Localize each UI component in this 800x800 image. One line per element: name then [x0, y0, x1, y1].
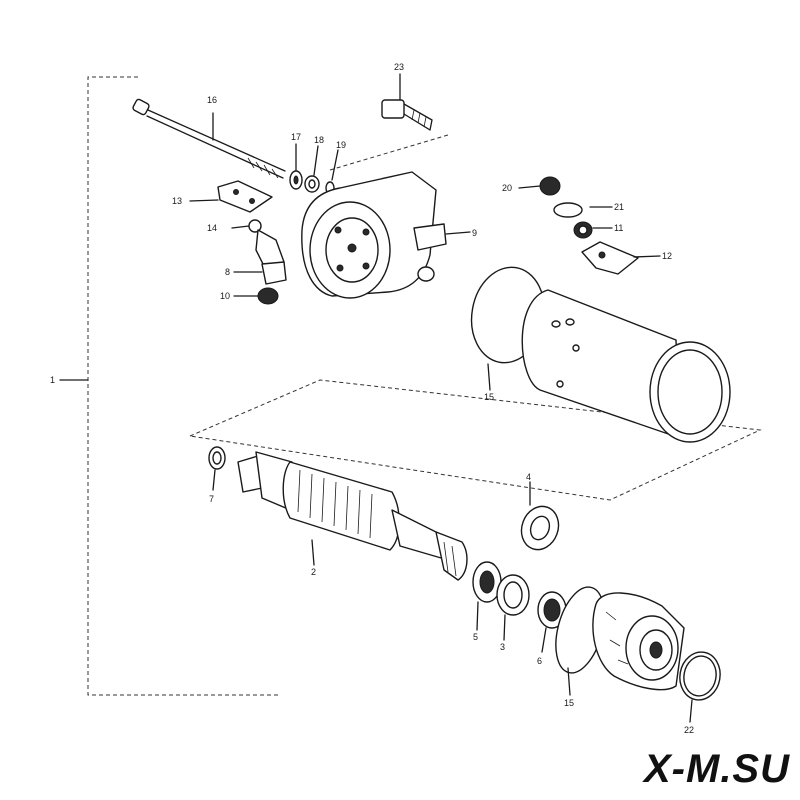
site-watermark: X-M.SU	[644, 747, 790, 791]
part-small-washers	[289, 143, 339, 195]
callout-3: 3	[500, 642, 505, 652]
callout-18: 18	[314, 135, 324, 145]
callout-20: 20	[502, 183, 512, 193]
callout-22: 22	[684, 725, 694, 735]
alignment-dashed-lines	[188, 134, 762, 501]
callout-19: 19	[336, 140, 346, 150]
callout-4: 4	[526, 472, 531, 482]
callout-13: 13	[172, 196, 182, 206]
part-bolt	[381, 73, 433, 131]
callout-9: 9	[472, 228, 477, 238]
callout-15-front-o-ring: 15	[564, 698, 574, 708]
callout-14: 14	[207, 223, 217, 233]
part-washers-bearing	[472, 561, 567, 653]
part-terminal-hardware	[518, 176, 661, 275]
callout-6: 6	[537, 656, 542, 666]
part-lock-nut	[520, 481, 560, 551]
callout-10: 10	[220, 291, 230, 301]
part-yoke-housing	[521, 289, 731, 443]
callout-15-yoke-o-ring: 15	[484, 392, 494, 402]
callout-7: 7	[209, 494, 214, 504]
callout-16: 16	[207, 95, 217, 105]
part-brush-assembly	[231, 219, 287, 305]
part-through-bolt	[132, 98, 286, 179]
callout-11: 11	[614, 223, 623, 233]
callout-5: 5	[473, 632, 478, 642]
callout-17: 17	[291, 132, 301, 142]
part-end-housing	[301, 171, 471, 299]
callout-12: 12	[662, 251, 672, 261]
callout-2: 2	[311, 567, 316, 577]
assembly-bracket	[59, 76, 280, 696]
part-armature-washer	[208, 446, 226, 491]
part-end-o-ring	[679, 651, 721, 723]
callout-21: 21	[614, 202, 624, 212]
callout-8: 8	[225, 267, 230, 277]
callout-labels: 1 2 3 4 5 6 7 8 9 10 11 12 13 14 15 15 1…	[50, 62, 694, 735]
part-armature	[237, 451, 468, 581]
part-terminal-plate	[189, 180, 273, 213]
callout-23: 23	[394, 62, 404, 72]
callout-1: 1	[50, 375, 55, 385]
part-front-housing	[592, 592, 685, 691]
